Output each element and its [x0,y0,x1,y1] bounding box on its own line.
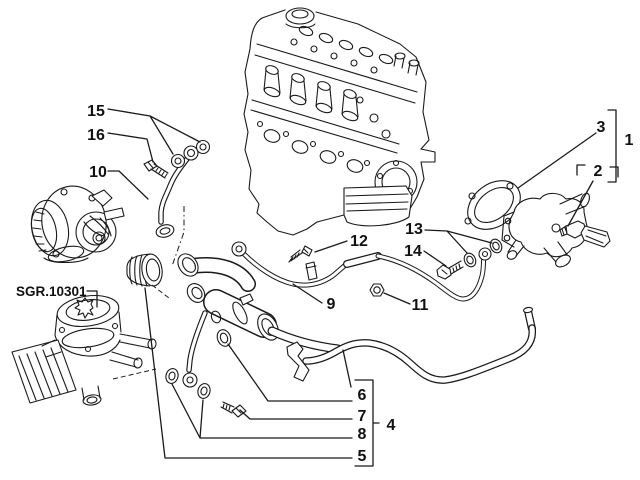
ring-axis-line [112,368,157,380]
callout-12: 12 [350,233,368,250]
rings-part-8 [165,368,211,399]
cap-axis-line [151,284,170,299]
callout-4: 4 [387,417,396,434]
callout-10: 10 [89,164,107,181]
metal-pipe-part-9 [231,241,492,302]
bolt-part-7 [220,401,247,418]
bracket-plate [286,341,310,382]
cap-part-5 [126,253,163,287]
leader-11 [383,292,411,305]
leader-16 [107,132,154,163]
leader-12 [314,240,348,253]
leader-14 [423,250,447,267]
screw-part-12 [288,245,313,263]
leader-6 [227,343,353,402]
reference-connector [86,290,98,308]
callout-9: 9 [327,296,336,313]
rings-part-13 [463,238,503,268]
leader-10 [107,170,149,200]
leader-3 [517,132,597,189]
callout-5: 5 [358,448,367,465]
leader-9 [292,283,323,304]
callout-8: 8 [358,426,367,443]
main-water-pipe-part-4 [177,253,343,388]
washers-part-15 [170,139,211,169]
oil-filter-cooler-drawing [11,294,157,406]
leader-7 [239,409,353,420]
leader-13 [424,229,493,254]
callout-11: 11 [412,297,429,314]
callout-1: 1 [625,132,634,149]
callout-16: 16 [87,127,105,144]
reference-code: SGR.10301 [16,284,87,299]
nut-part-11 [369,283,385,297]
leader-2 [567,180,594,227]
bolt-part-14 [436,260,464,280]
bracket-group-4 [354,379,380,467]
bolt-part-16 [143,159,169,179]
callout-3: 3 [597,119,606,136]
callout-6: 6 [358,387,367,404]
leader-lines [86,108,619,467]
mounting-axis-line [171,206,185,267]
oring-part-6 [216,329,232,347]
callouts: 15 16 10 12 13 14 9 11 3 1 2 6 7 8 5 4 [87,103,633,465]
bracket-group-1 [607,109,617,183]
leader-15 [107,108,201,155]
engine-drawing [243,7,436,236]
callout-2: 2 [594,163,603,180]
callout-13: 13 [405,221,423,238]
heater-hose-drawing [302,306,537,384]
gasket-part-3 [464,180,521,230]
leader-8 [171,383,353,439]
bracket-2-ticks [576,164,619,178]
callout-14: 14 [404,243,422,260]
leader-5 [144,287,353,459]
sensor-part-2 [559,220,611,248]
callout-15: 15 [87,103,105,120]
callout-7: 7 [358,408,367,425]
water-pump-drawing [30,185,125,264]
